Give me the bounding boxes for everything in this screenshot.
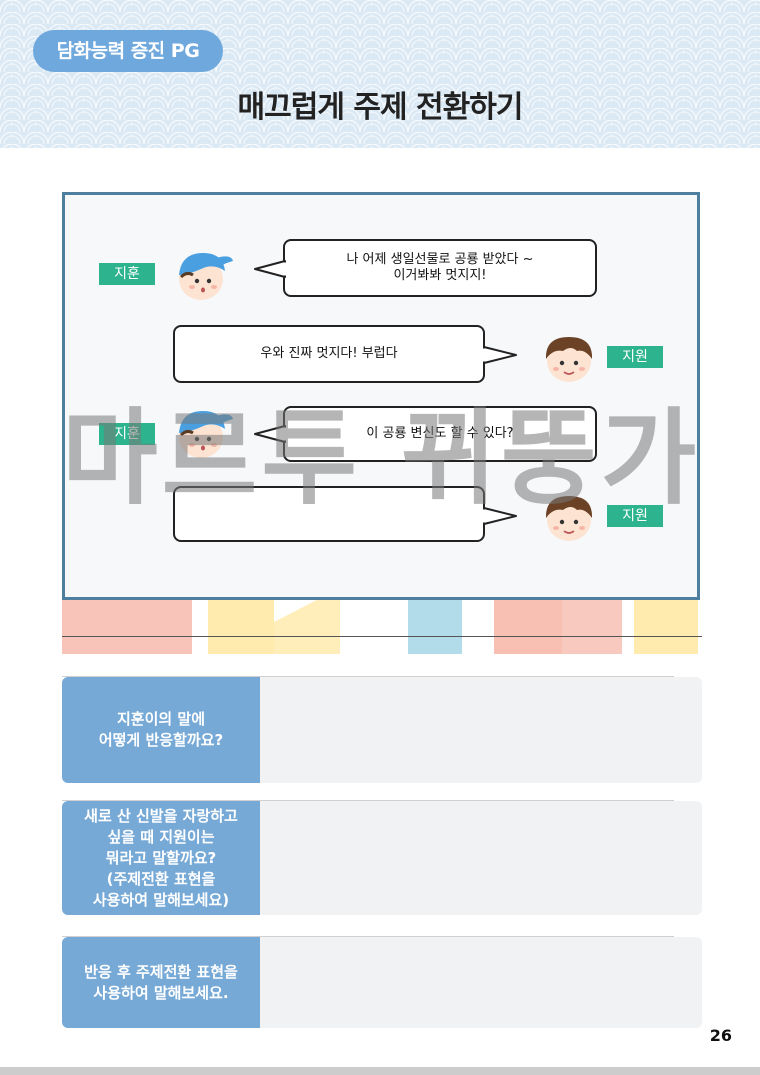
section-divider [62,636,702,637]
question-text: 새로 산 신발을 자랑하고 [84,806,238,825]
speech-bubble-1: 나 어제 생일선물로 공룡 받았다 ~ 이거봐봐 멋지지! [283,239,597,297]
question-text: 뭐라고 말할까요? [105,848,217,867]
boy-face-icon [545,496,593,541]
bubble-tail [254,425,286,443]
boy-face-icon [545,337,593,382]
page-title: 매끄럽게 주제 전환하기 [237,90,524,125]
bubble-text-line: 이거봐봐 멋지지! [393,268,487,283]
chat-scenario: 지훈 나 어제 생일선물로 공룡 받았다 ~ 이거봐봐 멋지지! 우와 진짜 멋… [62,192,700,600]
bubble-text: 우와 진짜 멋지다! 부럽다 [260,346,398,361]
answer-area[interactable] [260,801,702,915]
speaker-tag-jiwon: 지원 [607,505,663,527]
answer-area[interactable] [260,677,702,783]
boy-cap-face-icon [179,253,233,300]
question-label: 새로 산 신발을 자랑하고 싶을 때 지원이는 뭐라고 말할까요? (주제전환 … [62,801,260,915]
bubble-text-line: 나 어제 생일선물로 공룡 받았다 ~ [346,252,534,267]
question-text: 지훈이의 말에 [116,710,205,728]
bubble-tail [254,260,286,278]
speaker-tag-jihoon: 지훈 [99,263,155,285]
question-row-2: 새로 산 신발을 자랑하고 싶을 때 지원이는 뭐라고 말할까요? (주제전환 … [62,801,702,915]
question-text: 싶을 때 지원이는 [107,827,215,846]
bubble-text: 이 공룡 변신도 할 수 있다? [366,426,514,441]
wave-pattern [0,0,760,148]
question-text: 반응 후 주제전환 표현을 [84,962,238,981]
question-label: 반응 후 주제전환 표현을 사용하여 말해보세요. [62,937,260,1028]
question-text: 사용하여 말해보세요. [93,983,229,1002]
question-label: 지훈이의 말에 어떻게 반응할까요? [62,677,260,783]
question-text: 사용하여 말해보세요) [92,890,230,909]
boy-cap-face-icon [179,411,233,458]
speech-bubble-4-empty [173,486,485,542]
bubble-tail [483,346,517,364]
answer-area[interactable] [260,937,702,1028]
question-row-1: 지훈이의 말에 어떻게 반응할까요? [62,677,702,783]
watermark-text: 마르투 뀌뚱가 [62,397,701,519]
speech-bubble-3: 이 공룡 변신도 할 수 있다? [283,406,597,462]
page-header: 담화능력 증진 PG 매끄럽게 주제 전환하기 [0,0,760,148]
row-rule [62,936,674,937]
speaker-tag-jihoon: 지훈 [99,423,155,445]
program-badge: 담화능력 증진 PG [33,30,223,72]
speech-bubble-2: 우와 진짜 멋지다! 부럽다 [173,325,485,383]
speaker-tag-jiwon: 지원 [607,346,663,368]
row-rule [62,800,674,801]
footer-bar [0,1067,760,1075]
question-text: (주제전환 표현을 [106,869,216,888]
page-number: 26 [709,1026,732,1045]
question-row-3: 반응 후 주제전환 표현을 사용하여 말해보세요. [62,937,702,1028]
bubble-tail [483,507,517,525]
question-text: 어떻게 반응할까요? [98,731,224,749]
row-rule [62,676,674,677]
